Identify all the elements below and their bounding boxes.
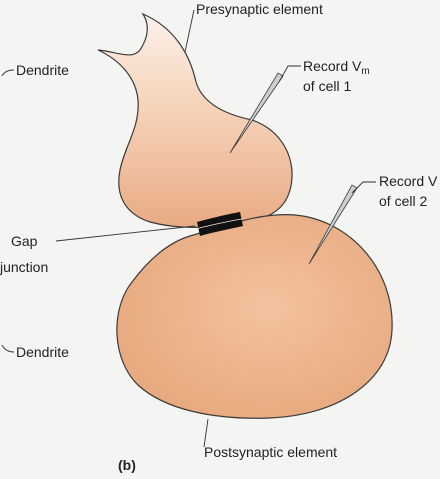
label-record-1: Record Vm [303,58,370,80]
postsynaptic-cell [116,213,393,419]
leader-dendrite-top [1,69,15,77]
electrode-cell-1 [229,72,284,154]
leader-record-2 [351,181,376,194]
label-gap: Gap [11,233,38,249]
panel-label: (b) [118,457,136,473]
gap-junction [197,212,243,236]
leader-dendrite-bottom [1,344,15,353]
leader-postsynaptic [203,418,209,448]
label-junction: junction [0,259,49,275]
label-record-1-line2: of cell 1 [303,78,352,94]
leader-record-1 [278,65,301,83]
label-record-2: Record V [379,173,438,189]
label-record-1-text: Record V [303,58,362,74]
label-presynaptic: Presynaptic element [196,1,323,17]
presynaptic-cell [97,12,293,228]
gap-junction-cleft [194,218,243,230]
leader-gap-junction [55,225,196,242]
label-dendrite-top: Dendrite [16,62,69,78]
label-record-1-subscript: m [361,66,370,77]
electrode-cell-2 [308,184,358,265]
leader-presynaptic [184,9,195,53]
label-postsynaptic: Postsynaptic element [204,444,338,460]
label-record-2-line2: of cell 2 [379,193,428,209]
label-dendrite-bottom: Dendrite [16,344,69,360]
